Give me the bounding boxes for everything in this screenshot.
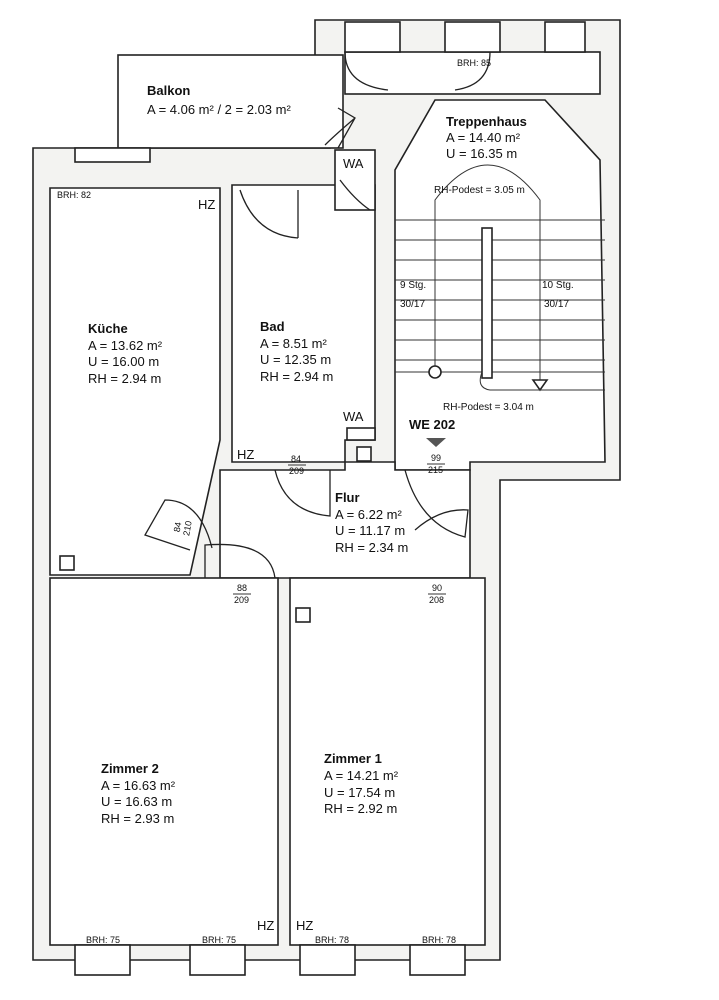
door-bad-height: 209	[289, 466, 304, 476]
zimmer1-room	[289, 577, 486, 946]
kueche-hz: HZ	[198, 197, 215, 212]
wa-connection	[346, 427, 376, 441]
shaft	[59, 555, 75, 571]
stairs-right-ratio: 30/17	[544, 299, 569, 310]
door-entrance-height: 215	[428, 465, 443, 475]
door-kueche-height: 210	[181, 520, 193, 537]
door-entrance-width: 99	[431, 453, 441, 463]
door-zimmer2-height: 209	[234, 595, 249, 605]
wa-bottom: WA	[343, 409, 364, 424]
kueche-name: Küche	[88, 321, 128, 336]
zimmer2-brh-right: BRH: 75	[202, 935, 236, 945]
zimmer1-brh-left: BRH: 78	[315, 935, 349, 945]
zimmer2-height: RH = 2.93 m	[101, 811, 174, 826]
flur-perimeter: U = 11.17 m	[335, 523, 405, 538]
treppenhaus-perimeter: U = 16.35 m	[446, 146, 517, 161]
balkon-name: Balkon	[147, 83, 190, 98]
podest-top: RH-Podest = 3.05 m	[434, 185, 525, 196]
shaft	[295, 607, 311, 623]
flur-height: RH = 2.34 m	[335, 540, 408, 555]
podest-bottom: RH-Podest = 3.04 m	[443, 402, 534, 413]
bad-height: RH = 2.94 m	[260, 369, 333, 384]
stairs-left-count: 9 Stg.	[400, 280, 426, 291]
zimmer2-area: A = 16.63 m²	[101, 778, 176, 793]
treppenhaus-name: Treppenhaus	[446, 114, 527, 129]
balkon-area	[117, 54, 344, 149]
wa-niche	[334, 149, 376, 211]
zimmer1-name: Zimmer 1	[324, 751, 382, 766]
bad-hz: HZ	[237, 447, 254, 462]
zimmer1-height: RH = 2.92 m	[324, 801, 397, 816]
zimmer2-hz: HZ	[257, 918, 274, 933]
door-zimmer1-width: 90	[432, 583, 442, 593]
zimmer2-name: Zimmer 2	[101, 761, 159, 776]
flur-name: Flur	[335, 490, 360, 505]
wa-top: WA	[343, 156, 364, 171]
zimmer1-area: A = 14.21 m²	[324, 768, 399, 783]
bad-area: A = 8.51 m²	[260, 336, 328, 351]
kueche-brh: BRH: 82	[57, 190, 91, 200]
zimmer2-brh-left: BRH: 75	[86, 935, 120, 945]
bad-perimeter: U = 12.35 m	[260, 352, 331, 367]
door-zimmer2-width: 88	[237, 583, 247, 593]
staircase	[395, 164, 605, 392]
zimmer1-brh-right: BRH: 78	[422, 935, 456, 945]
windows	[74, 21, 586, 976]
bad-name: Bad	[260, 319, 285, 334]
door-zimmer1-height: 208	[429, 595, 444, 605]
entrance-marker-icon	[426, 438, 446, 447]
door-kueche-width: 84	[172, 521, 184, 533]
door-bad-width: 84	[291, 454, 301, 464]
flur-area: A = 6.22 m²	[335, 507, 403, 522]
kueche-area: A = 13.62 m²	[88, 338, 163, 353]
zimmer2-room	[49, 577, 279, 946]
treppenhaus-area: A = 14.40 m²	[446, 130, 521, 145]
zimmer1-perimeter: U = 17.54 m	[324, 785, 395, 800]
zimmer1-hz: HZ	[296, 918, 313, 933]
treppenhaus-brh: BRH: 85	[457, 58, 491, 68]
stairs-right-count: 10 Stg.	[542, 280, 574, 291]
shaft	[356, 446, 372, 462]
doors	[144, 51, 491, 579]
kueche-height: RH = 2.94 m	[88, 371, 161, 386]
balkon-area: A = 4.06 m² / 2 = 2.03 m²	[147, 102, 291, 117]
kueche-perimeter: U = 16.00 m	[88, 354, 159, 369]
stairs-left-ratio: 30/17	[400, 299, 425, 310]
kueche-room	[49, 187, 221, 576]
unit-label: WE 202	[409, 417, 455, 432]
zimmer2-perimeter: U = 16.63 m	[101, 794, 172, 809]
treppenhaus-room	[394, 99, 606, 471]
